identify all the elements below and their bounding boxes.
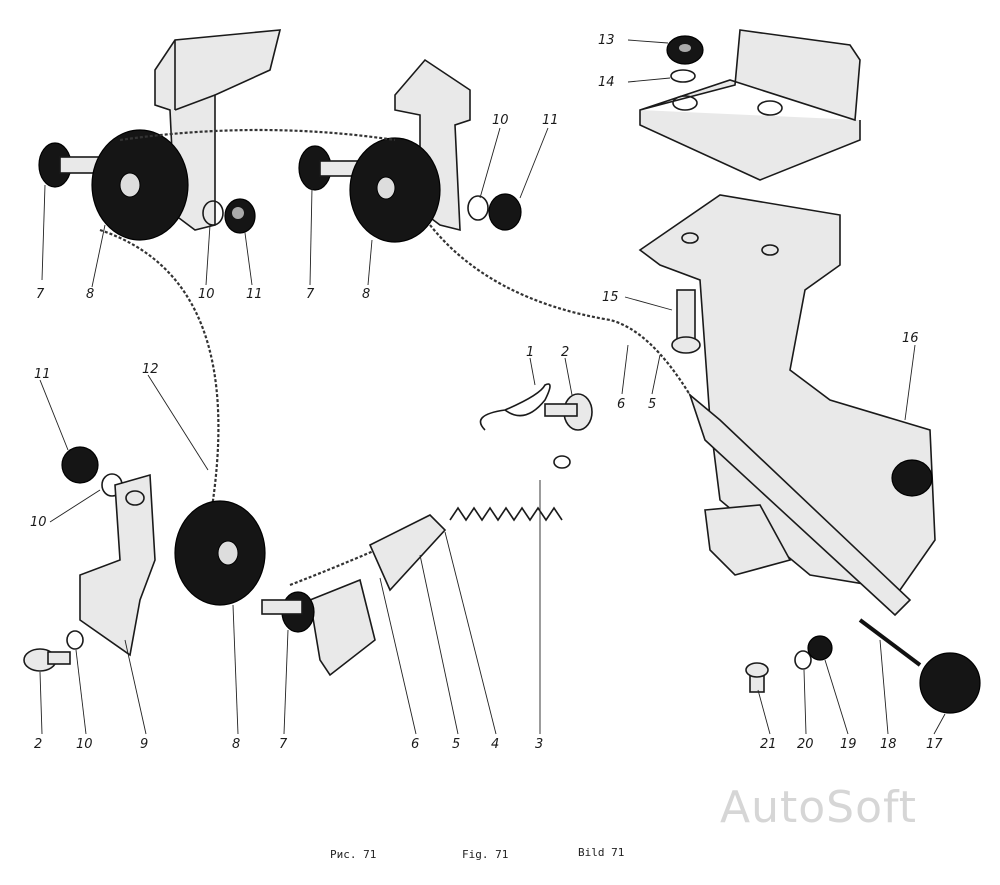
caption-de: Bild 71: [578, 846, 624, 859]
callout-11: 11: [246, 287, 263, 302]
callout-13: 13: [598, 33, 615, 48]
callout-labels: 13 14 10 11 7 8 10 11 7 8 15 16 1 2 6 5 …: [30, 33, 943, 752]
callout-11: 11: [542, 113, 559, 128]
callout-2: 2: [561, 345, 569, 360]
middle-pulley: [349, 137, 441, 243]
callout-14: 14: [598, 75, 615, 90]
callout-9: 9: [140, 737, 148, 752]
callout-6: 6: [411, 737, 419, 752]
caption-en: Fig. 71: [462, 848, 508, 861]
callout-11: 11: [34, 367, 51, 382]
left-pulley: [91, 129, 189, 241]
caption-ru: Рис. 71: [330, 848, 376, 861]
callout-4: 4: [491, 737, 499, 752]
callout-15: 15: [602, 290, 619, 305]
callout-8: 8: [362, 287, 370, 302]
control-housing: [638, 194, 936, 591]
callout-12: 12: [142, 362, 159, 377]
callout-10: 10: [76, 737, 93, 752]
callout-20: 20: [797, 737, 814, 752]
control-lever: [688, 392, 912, 617]
callout-5: 5: [648, 397, 656, 412]
mounting-plate: [639, 29, 861, 181]
callout-5: 5: [452, 737, 460, 752]
callout-3: 3: [535, 737, 543, 752]
lower-left-screw: [23, 630, 84, 672]
cable-runs: [99, 128, 691, 587]
callout-7: 7: [306, 287, 315, 302]
callout-8: 8: [232, 737, 240, 752]
callout-8: 8: [86, 287, 94, 302]
middle-washer-nut: [467, 193, 522, 231]
pulley-bracket: [79, 473, 156, 657]
terminal-block: [309, 578, 376, 677]
callout-2: 2: [34, 737, 42, 752]
callout-19: 19: [840, 737, 857, 752]
callout-10: 10: [492, 113, 509, 128]
callout-1: 1: [526, 345, 534, 360]
lower-right-fasteners: [745, 635, 833, 693]
lower-bolt: [261, 591, 315, 633]
hook-pin: [479, 383, 593, 431]
callout-7: 7: [36, 287, 45, 302]
watermark: AutoSoft: [720, 782, 917, 833]
plate-nut: [666, 35, 704, 83]
callout-10: 10: [198, 287, 215, 302]
callout-6: 6: [617, 397, 625, 412]
callout-21: 21: [760, 737, 777, 752]
leader-lines: [39, 39, 946, 735]
tension-spring: [449, 455, 571, 522]
left-washer-nut: [202, 198, 256, 234]
lower-pulley: [174, 500, 266, 606]
cable-clamp: [368, 514, 447, 592]
callout-7: 7: [279, 737, 288, 752]
lower-left-nut: [61, 446, 123, 497]
callout-17: 17: [926, 737, 943, 752]
callout-18: 18: [880, 737, 897, 752]
lever-rod-knob: [858, 618, 981, 714]
housing-screw: [671, 289, 701, 354]
callout-16: 16: [902, 331, 919, 346]
upper-middle-bracket: [394, 58, 471, 232]
callout-10: 10: [30, 515, 47, 530]
